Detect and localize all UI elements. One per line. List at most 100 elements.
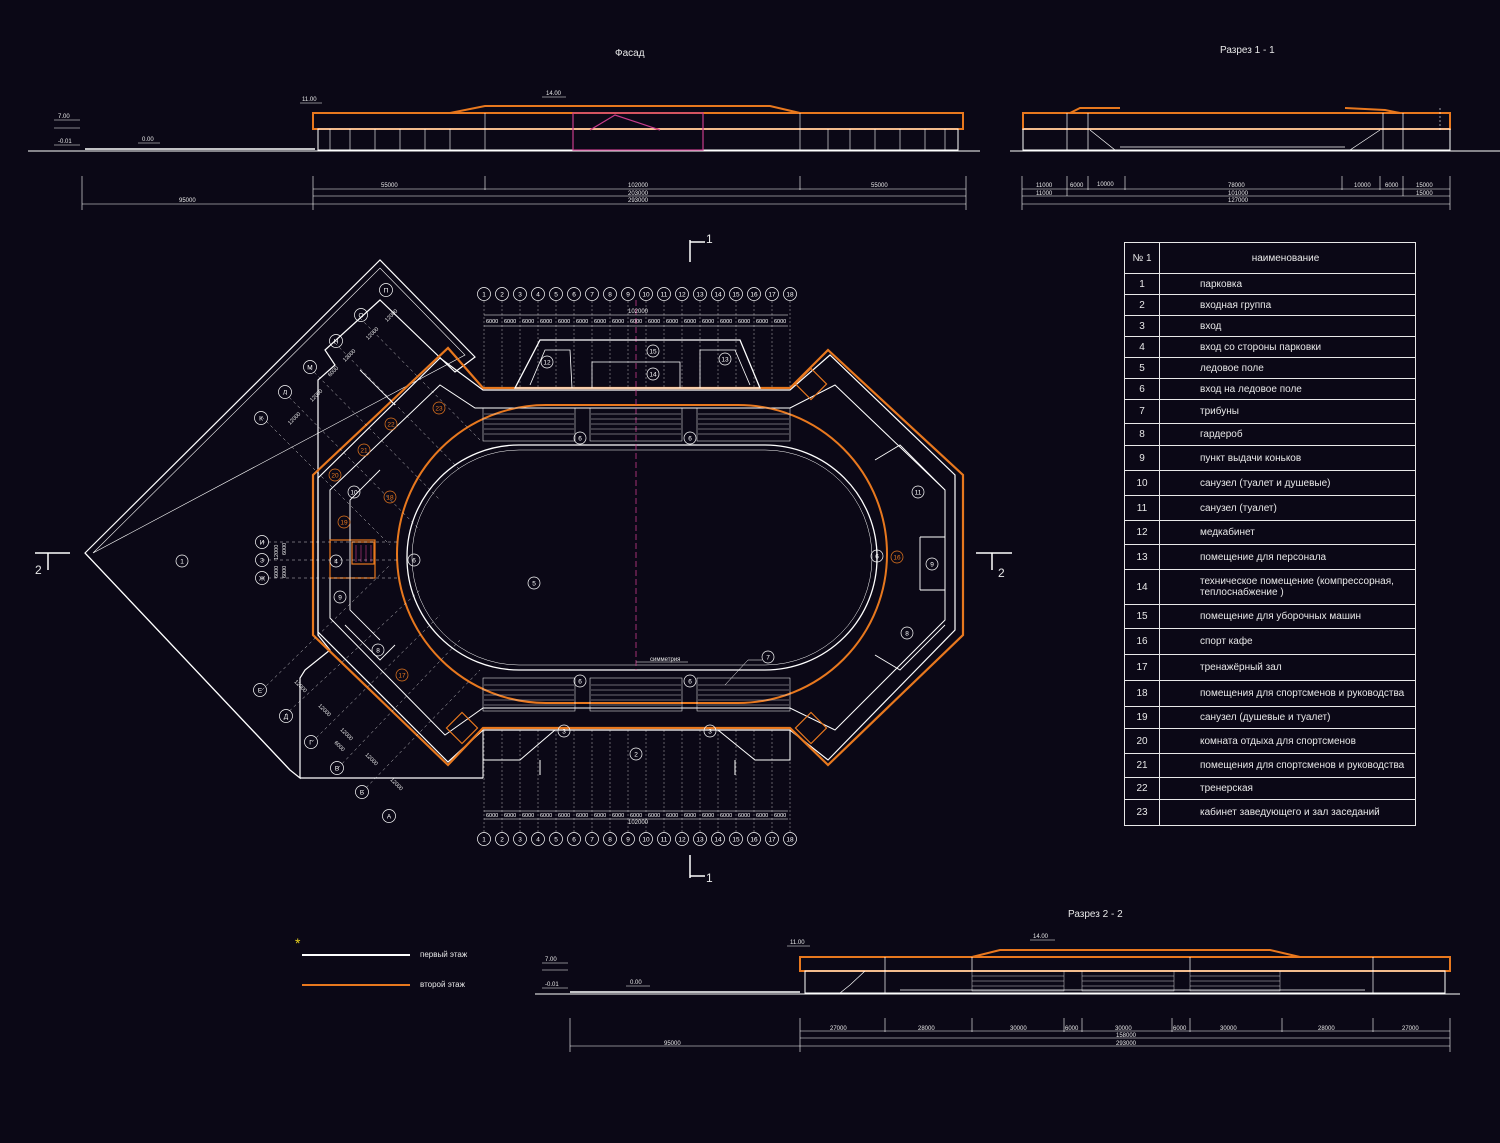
grid-letter-15-circle <box>382 809 396 823</box>
axis-top-11: 11 <box>661 292 668 299</box>
room-number: 12 <box>1124 520 1160 545</box>
room-number: 15 <box>1124 604 1160 629</box>
room-name: санузел (душевые и туалет) <box>1159 706 1416 729</box>
axis-bottom-10: 10 <box>642 837 650 844</box>
room-marker-7-circle <box>573 431 587 445</box>
axis-bottom-3-circle <box>513 832 527 846</box>
s22-elev-1100: 11.00 <box>790 940 805 946</box>
room-number: 16 <box>1124 628 1160 655</box>
room-marker-16-circle <box>333 590 347 604</box>
room-marker-29: 20 <box>331 473 339 480</box>
axis-top-4: 4 <box>536 292 540 299</box>
room-marker-20: 11 <box>915 490 922 497</box>
facade-elev-neg001: -0.01 <box>58 139 72 145</box>
axis-bottom-4: 4 <box>536 837 540 844</box>
axis-top-14: 14 <box>714 292 722 299</box>
room-name: вход на ледовое поле <box>1159 378 1416 400</box>
axis-top-9: 9 <box>626 292 630 299</box>
room-number: 21 <box>1124 753 1160 778</box>
axis-bottom-13: 13 <box>696 837 704 844</box>
room-marker-15-circle <box>900 626 914 640</box>
axis-bottom-2-circle <box>495 832 509 846</box>
axis-bottom-spacing-15: 6000 <box>738 813 750 819</box>
section-1-1-drawing: Разрез 1 - 1 11000 6000 1 <box>1010 45 1500 210</box>
room-marker-27-circle <box>383 490 397 504</box>
axis-bottom-17-circle <box>765 832 779 846</box>
axis-bottom-spacing-17: 6000 <box>774 813 786 819</box>
table-header-name: наименование <box>1159 242 1416 274</box>
room-marker-24: 15 <box>649 349 657 356</box>
axis-bottom-13-circle <box>693 832 707 846</box>
section11-title: Разрез 1 - 1 <box>1220 45 1275 56</box>
facade-dim-overall: 293000 <box>628 198 649 204</box>
s11-dim-5: 10000 <box>1354 183 1371 189</box>
axis-top-10: 10 <box>642 292 650 299</box>
room-number: 1 <box>1124 273 1160 295</box>
axis-top-spacing-7: 6000 <box>594 319 606 325</box>
axis-top-7: 7 <box>590 292 594 299</box>
s11-dim-4: 78000 <box>1228 183 1245 189</box>
plan-axes-top: 1600026000360004600056000660007600086000… <box>477 287 797 388</box>
room-name: спорт кафе <box>1159 628 1416 655</box>
s11-dim-3: 10000 <box>1097 182 1114 188</box>
axis-bottom-2: 2 <box>500 837 504 844</box>
facade-dim-c: 55000 <box>871 183 888 189</box>
axis-top-17-circle <box>765 287 779 301</box>
room-marker-18-circle <box>347 485 361 499</box>
room-name: трибуны <box>1159 399 1416 424</box>
room-name: вход со стороны парковки <box>1159 336 1416 358</box>
axis-top-7-circle <box>585 287 599 301</box>
grid-letter-2-circle <box>354 308 368 322</box>
facade-elev-1400: 14.00 <box>546 91 562 97</box>
axis-top-spacing-8: 6000 <box>612 319 624 325</box>
room-marker-8: 6 <box>688 436 692 443</box>
axis-bottom-15: 15 <box>732 837 740 844</box>
cut-2-right: 2 <box>998 566 1005 580</box>
axis-bottom-spacing-2: 6000 <box>504 813 516 819</box>
axis-top-spacing-15: 6000 <box>738 319 750 325</box>
room-marker-13-circle <box>761 650 775 664</box>
room-marker-9: 6 <box>578 679 582 686</box>
axis-top-12-circle <box>675 287 689 301</box>
room-marker-2: 2 <box>634 752 638 759</box>
room-marker-28-circle <box>337 515 351 529</box>
plan-dim-left-13: 12000 <box>274 545 280 560</box>
axis-top-3-circle <box>513 287 527 301</box>
room-name: медкабинет <box>1159 520 1416 545</box>
facade-dim-total: 203000 <box>628 191 649 197</box>
axis-top-2: 2 <box>500 292 504 299</box>
axis-bottom-spacing-13: 6000 <box>702 813 714 819</box>
axis-top-11-circle <box>657 287 671 301</box>
grid-letter-7-circle <box>255 535 269 549</box>
table-header-num: № 1 <box>1124 242 1160 274</box>
room-number: 5 <box>1124 357 1160 379</box>
axis-bottom-11-circle <box>657 832 671 846</box>
axis-bottom-spacing-5: 6000 <box>558 813 570 819</box>
room-name: парковка <box>1159 273 1416 295</box>
grid-letter-13-circle <box>330 761 344 775</box>
room-name: кабинет заведующего и зал заседаний <box>1159 799 1416 826</box>
axis-top-10-circle <box>639 287 653 301</box>
room-name: санузел (туалет) <box>1159 495 1416 521</box>
s11-dim-2: 6000 <box>1070 183 1084 189</box>
room-name: тренажёрный зал <box>1159 654 1416 681</box>
grid-letter-5: Л <box>283 390 287 397</box>
axis-bottom-12-circle <box>675 832 689 846</box>
grid-letter-3: Н <box>334 339 339 346</box>
axis-top-13-circle <box>693 287 707 301</box>
s22-elev-700: 7.00 <box>545 957 557 963</box>
room-marker-8-circle <box>683 431 697 445</box>
grid-letter-14-circle <box>355 785 369 799</box>
room-name: гардероб <box>1159 423 1416 446</box>
axis-top-spacing-3: 6000 <box>522 319 534 325</box>
axis-top-12: 12 <box>678 292 686 299</box>
room-marker-9-circle <box>573 674 587 688</box>
room-marker-31: 22 <box>387 422 395 429</box>
room-marker-1-circle <box>175 554 189 568</box>
room-marker-1: 1 <box>180 559 184 566</box>
